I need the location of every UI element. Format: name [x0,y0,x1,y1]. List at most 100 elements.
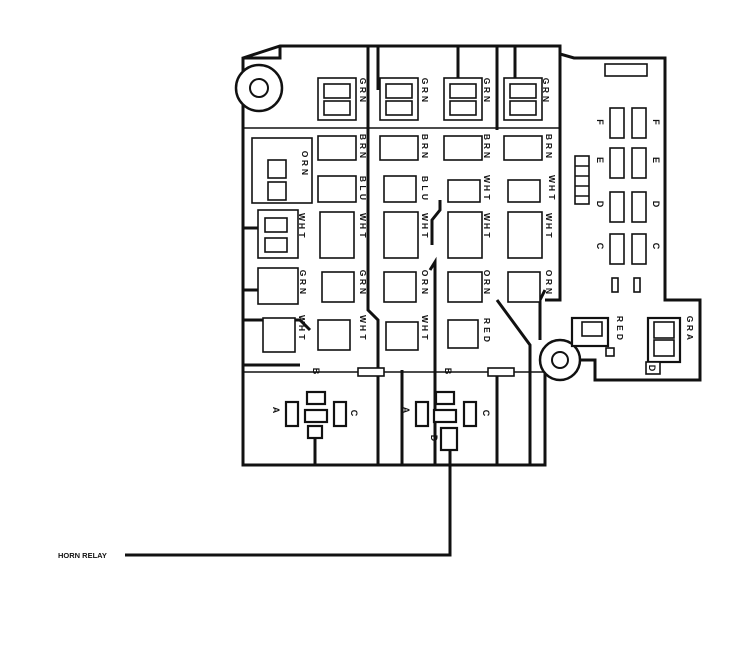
wire-label-wht: WHT [358,315,368,340]
svg-text:B: B [358,176,368,182]
svg-text:W: W [297,213,307,222]
svg-text:G: G [298,270,308,277]
relay-orn-slot-2 [267,181,287,201]
svg-text:G: G [541,78,551,85]
svg-text:B: B [358,134,368,140]
wire-label-wht: WHT [297,315,307,340]
left-wire-3 [243,318,312,332]
svg-text:R: R [358,279,368,285]
svg-text:R: R [358,143,368,149]
wire-color-labels: GRNGRNGRNGRNBRNBRNBRNBRNORNBLUBLUWHTWHTW… [297,78,695,342]
wire-label-wht: WHT [358,213,368,238]
svg-text:U: U [358,194,368,200]
fuse-socket-r3c3 [447,179,481,203]
wire-label-blu: BLU [420,176,430,200]
svg-text:O: O [420,270,430,277]
fuse-socket-r5c4 [507,271,541,303]
svg-text:U: U [420,194,430,200]
wire-label-wht: WHT [420,315,430,340]
wire-label-wht: WHT [420,213,430,238]
svg-text:T: T [358,232,368,238]
svg-text:H: H [358,325,368,331]
wire-label-grn: GRN [358,270,368,294]
terminal-letter-f: F [651,119,661,125]
svg-text:E: E [482,327,492,333]
svg-text:R: R [420,87,430,93]
fuse-socket-r3c4 [507,179,541,203]
svg-text:H: H [420,223,430,229]
svg-text:G: G [482,78,492,85]
terminal-letter-c: C [595,243,605,250]
wire-label-blu: BLU [358,176,368,200]
relay-wht-low-outline [262,317,296,353]
mounting-boss-right [538,338,582,382]
wire-label-wht: WHT [482,175,492,200]
svg-text:N: N [358,288,368,294]
svg-text:R: R [420,279,430,285]
relay-orn-slot-1 [267,159,287,179]
wire-label-grn: GRN [482,78,492,102]
svg-text:N: N [420,288,430,294]
svg-text:H: H [544,223,554,229]
svg-text:B: B [420,134,430,140]
fuse-socket-r3c2 [383,175,417,203]
terminal-letter-b: B [443,368,453,375]
svg-text:O: O [482,270,492,277]
terminal-letter-a: A [401,407,411,414]
wire-label-orn: ORN [420,270,430,294]
fuse-socket-r5c2 [383,271,417,303]
fuse-socket-r4c2 [383,211,419,259]
svg-text:H: H [482,223,492,229]
svg-text:R: R [482,143,492,149]
wire-label-brn: BRN [482,134,492,158]
terminal-letter-b: B [311,368,321,375]
svg-text:R: R [358,87,368,93]
wire-label-orn: ORN [300,151,310,175]
svg-text:R: R [300,160,310,166]
svg-text:H: H [547,185,557,191]
terminal-letter-d: D [429,435,439,442]
svg-text:H: H [482,185,492,191]
svg-text:R: R [298,279,308,285]
fuse-socket-r2c2 [379,135,419,161]
svg-text:W: W [420,213,430,222]
wire-label-brn: BRN [358,134,368,158]
horn-relay-wire [125,432,452,557]
svg-text:N: N [298,288,308,294]
terminal-letter-a: A [271,407,281,414]
terminal-letter-f: F [595,119,605,125]
wire-label-brn: BRN [544,134,554,158]
svg-text:D: D [482,336,492,342]
svg-text:H: H [297,223,307,229]
relay-wht-left-slot-2 [264,237,288,253]
svg-text:H: H [297,325,307,331]
svg-text:W: W [420,315,430,324]
svg-text:N: N [300,169,310,175]
connector-small-box [605,347,615,357]
svg-text:N: N [482,152,492,158]
fuse-socket-r4c1 [319,211,355,259]
svg-text:W: W [358,315,368,324]
mounting-boss-top-left [234,63,284,113]
svg-text:R: R [541,87,551,93]
wire-label-gra: GRA [685,316,695,340]
svg-text:B: B [482,134,492,140]
svg-text:T: T [420,232,430,238]
fuse-socket-r4c3 [447,211,483,259]
fuse-socket-r6c3 [447,319,479,349]
fuse-socket-r2c1 [317,135,357,161]
svg-text:N: N [420,152,430,158]
svg-text:R: R [544,279,554,285]
svg-text:E: E [615,325,625,331]
svg-text:T: T [482,232,492,238]
right-panel-divider [545,54,562,302]
svg-text:W: W [544,213,554,222]
svg-text:W: W [482,213,492,222]
svg-text:R: R [482,279,492,285]
terminal-letter-d: D [651,201,661,208]
svg-text:N: N [541,96,551,102]
svg-text:R: R [420,143,430,149]
fuse-blank-2 [487,367,515,377]
terminal-letter-e: E [595,157,605,163]
